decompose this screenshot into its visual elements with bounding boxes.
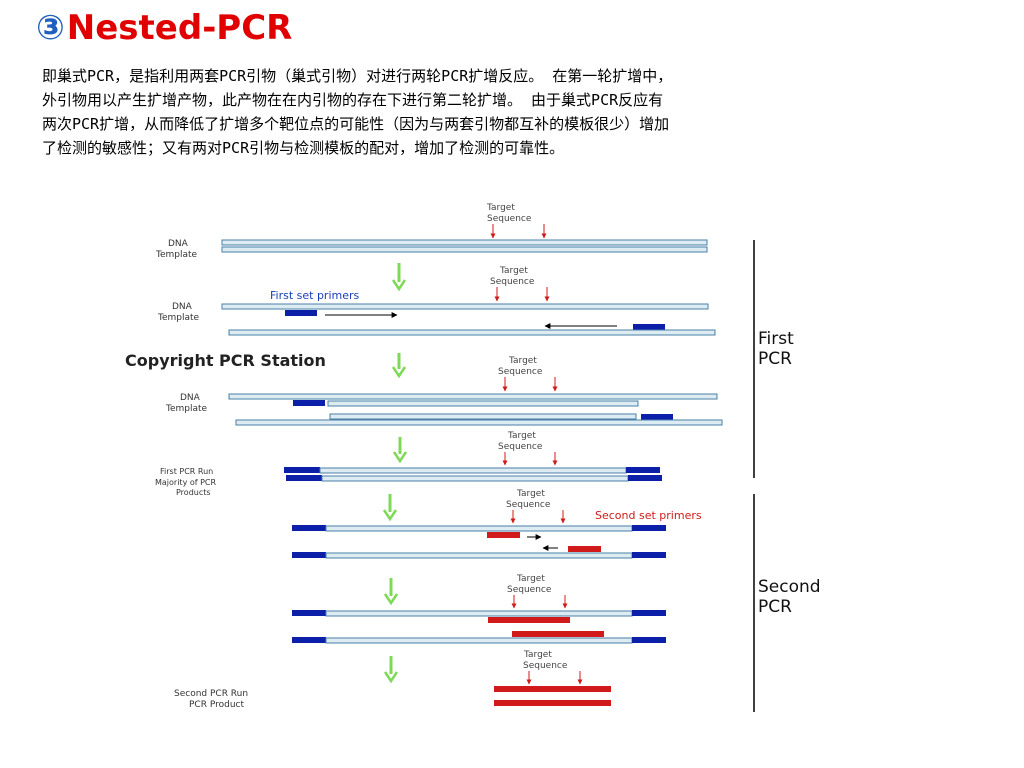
stage-extension: Target Sequence DNA Template — [165, 356, 723, 426]
outer-primer — [284, 467, 320, 473]
dna-strand — [228, 393, 718, 400]
product-strand — [325, 525, 633, 532]
product-strand — [325, 552, 633, 559]
target-label-bottom: Sequence — [487, 214, 532, 224]
second-pcr-label: PCR — [758, 597, 792, 617]
first-pcr-label: PCR — [758, 349, 792, 369]
outer-primer — [292, 637, 326, 643]
stage-first-primers: Target Sequence First set primers DNA Te… — [157, 266, 716, 336]
down-arrow-icon — [383, 578, 399, 606]
stage-dna-template: Target Sequence DNA Template — [155, 203, 708, 260]
outer-primer — [632, 525, 666, 531]
product-strand — [319, 467, 627, 474]
down-arrow-icon — [391, 263, 407, 292]
outer-primer — [626, 467, 660, 473]
dna-label-top: DNA — [180, 393, 201, 403]
target-label-bottom: Sequence — [498, 367, 543, 377]
final-product — [494, 700, 611, 706]
target-label-bottom: Sequence — [507, 585, 552, 595]
stage-second-pcr-run: Target Sequence Second PCR Run PCR Produ… — [174, 650, 611, 710]
nested-product — [512, 631, 604, 637]
first-run-label: First PCR Run — [160, 467, 213, 476]
outer-primer — [628, 475, 662, 481]
first-pcr-label: First — [758, 329, 794, 349]
stage-first-pcr-run: Target Sequence First PCR Run Majority o… — [155, 431, 662, 497]
copyright-watermark: Copyright PCR Station — [125, 351, 326, 370]
product-strand — [321, 475, 629, 482]
target-label-top: Target — [486, 203, 515, 213]
down-arrow-icon — [391, 353, 407, 379]
outer-primer — [641, 414, 673, 420]
inner-primer — [487, 532, 520, 538]
intro-line: 两次PCR扩增，从而降低了扩增多个靶位点的可能性（因为与两套引物都互补的模板很少… — [42, 115, 670, 133]
outer-primer — [286, 475, 322, 481]
dna-strand — [221, 246, 708, 253]
stage-second-primers: Target Sequence Second set primers — [292, 489, 702, 559]
dna-strand — [221, 239, 708, 246]
target-label-bottom: Sequence — [490, 277, 535, 287]
inner-primer — [568, 546, 601, 552]
target-label-bottom: Sequence — [523, 661, 568, 671]
dna-strand — [228, 329, 716, 336]
final-product — [494, 686, 611, 692]
target-label-bottom: Sequence — [506, 500, 551, 510]
outer-primer — [292, 610, 326, 616]
target-label-top: Target — [523, 650, 552, 660]
dna-label-bottom: Template — [165, 404, 208, 414]
target-label-top: Target — [516, 574, 545, 584]
dna-label-bottom: Template — [155, 250, 198, 260]
intro-paragraph: 即巢式PCR，是指利用两套PCR引物（巢式引物）对进行两轮PCR扩增反应。 在第… — [42, 64, 942, 160]
product-strand — [325, 637, 633, 644]
dna-label-top: DNA — [168, 239, 189, 249]
down-arrow-icon — [392, 437, 408, 464]
dna-strand — [235, 419, 723, 426]
nested-product — [488, 617, 570, 623]
down-arrow-icon — [382, 494, 398, 522]
outer-primer — [632, 637, 666, 643]
target-label-top: Target — [507, 431, 536, 441]
target-label-top: Target — [499, 266, 528, 276]
title-text: Nested-PCR — [66, 8, 293, 48]
first-primers-label: First set primers — [270, 289, 360, 302]
intro-line: 了检测的敏感性；又有两对PCR引物与检测模板的配对，增加了检测的可靠性。 — [42, 139, 565, 157]
slide-title: ③Nested-PCR — [36, 8, 292, 49]
outer-primer — [292, 525, 326, 531]
outer-primer — [293, 400, 325, 406]
dna-strand — [221, 303, 709, 310]
new-strand — [327, 400, 639, 407]
intro-line: 外引物用以产生扩增产物，此产物在在内引物的存在下进行第二轮扩增。 由于巢式PCR… — [42, 91, 664, 109]
new-strand — [329, 413, 637, 420]
down-arrow-icon — [383, 656, 399, 684]
second-run-label: Second PCR Run — [174, 689, 248, 699]
dna-label-top: DNA — [172, 302, 193, 312]
second-pcr-label: Second — [758, 577, 821, 597]
first-run-label: Majority of PCR — [155, 478, 217, 487]
target-label-top: Target — [516, 489, 545, 499]
first-run-label: Products — [176, 488, 211, 497]
title-circled-number: ③ — [36, 8, 65, 48]
dna-label-bottom: Template — [157, 313, 200, 323]
outer-primer — [285, 310, 317, 316]
intro-line: 即巢式PCR，是指利用两套PCR引物（巢式引物）对进行两轮PCR扩增反应。 在第… — [42, 67, 673, 85]
outer-primer — [633, 324, 665, 330]
outer-primer — [632, 552, 666, 558]
second-run-label: PCR Product — [189, 700, 244, 710]
target-label-bottom: Sequence — [498, 442, 543, 452]
second-primers-label: Second set primers — [595, 509, 702, 522]
outer-primer — [632, 610, 666, 616]
stage-second-extension: Target Sequence — [292, 574, 666, 644]
product-strand — [325, 610, 633, 617]
target-label-top: Target — [508, 356, 537, 366]
outer-primer — [292, 552, 326, 558]
